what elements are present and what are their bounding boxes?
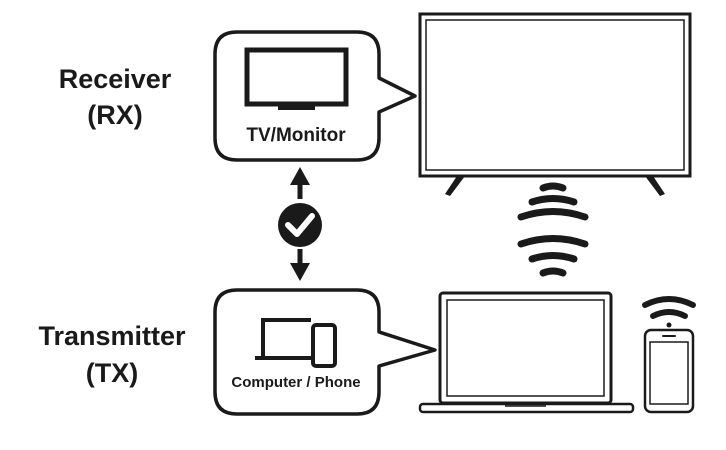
transmitter-callout: Computer / Phone	[213, 288, 437, 416]
laptop-icon	[255, 318, 313, 360]
wifi-icon	[517, 235, 589, 277]
receiver-abbrev: (RX)	[87, 100, 143, 130]
checkmark-icon	[278, 203, 322, 247]
wifi-icon	[642, 296, 696, 328]
transmitter-abbrev: (TX)	[86, 358, 138, 388]
transmitter-device-label: Computer / Phone	[231, 374, 360, 391]
wifi-icon	[517, 182, 589, 221]
receiver-title: Receiver	[59, 64, 172, 94]
arrow-down-head	[290, 263, 310, 281]
phone-illustration	[643, 328, 695, 414]
tv-illustration	[418, 12, 692, 196]
arrow-up-head	[290, 167, 310, 185]
laptop-illustration	[418, 291, 635, 414]
receiver-callout: TV/Monitor	[213, 30, 417, 162]
receiver-device-label: TV/Monitor	[246, 125, 346, 146]
phone-icon	[311, 323, 337, 368]
tv-icon	[244, 47, 349, 110]
connection-arrow	[278, 167, 322, 281]
transmitter-title: Transmitter	[38, 321, 186, 351]
